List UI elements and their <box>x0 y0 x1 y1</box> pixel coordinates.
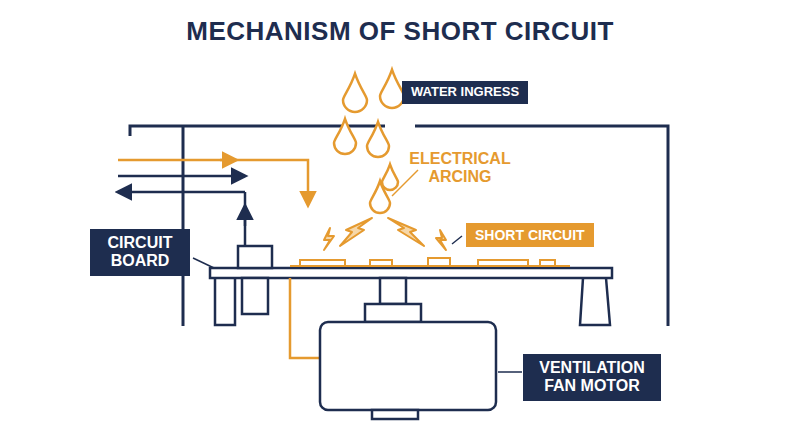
water-drop <box>334 119 356 154</box>
housing <box>130 126 668 326</box>
water-drop <box>382 164 398 190</box>
water-drop <box>367 122 389 157</box>
board-components <box>290 258 570 266</box>
callout-text: SHORT CIRCUIT <box>475 227 585 243</box>
connector-component <box>238 246 272 314</box>
callout-box: WATER INGRESS <box>402 81 528 104</box>
water-drop <box>343 74 367 112</box>
callout-box: VENTILATION FAN MOTOR <box>523 354 661 401</box>
fan-motor <box>320 278 496 419</box>
callout-text: CIRCUIT BOARD <box>98 234 182 271</box>
callout-text: VENTILATION FAN MOTOR <box>531 359 653 396</box>
leader-lines <box>193 236 522 372</box>
callout-box: SHORT CIRCUIT <box>466 223 594 247</box>
water-drops <box>334 70 404 213</box>
callout-box: CIRCUIT BOARD <box>90 229 190 276</box>
board-frame <box>210 268 612 325</box>
water-drop <box>370 181 390 213</box>
leader-line <box>392 170 418 196</box>
annotation-label: ELECTRICAL ARCING <box>400 150 520 185</box>
water-drop <box>380 70 404 108</box>
callout-text: WATER INGRESS <box>411 85 519 100</box>
arc-bolts <box>324 218 446 250</box>
diagram-title: MECHANISM OF SHORT CIRCUIT <box>0 16 800 47</box>
